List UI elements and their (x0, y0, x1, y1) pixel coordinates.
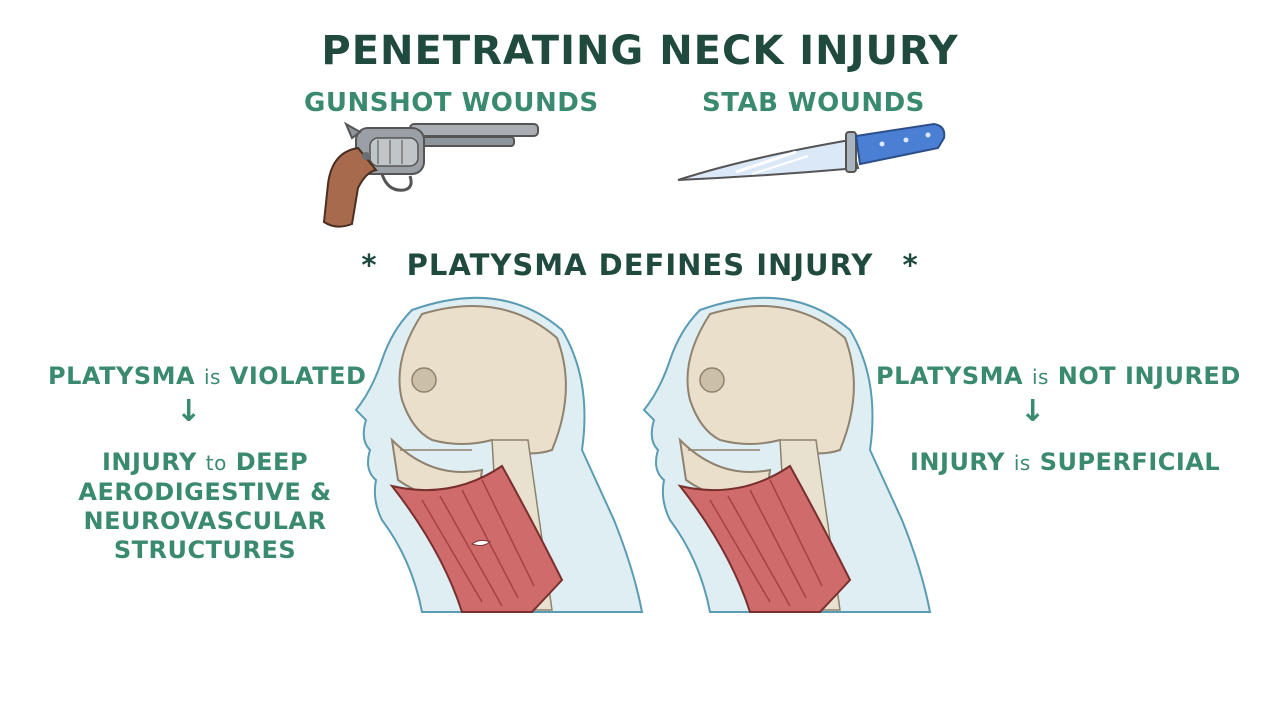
revolver-icon (322, 121, 539, 228)
right-headline: PLATYSMA is NOT INJURED (876, 362, 1241, 390)
right-result: INJURY is SUPERFICIAL (910, 448, 1221, 476)
star-left: * (361, 248, 378, 282)
star-right: * (902, 248, 919, 282)
gunshot-wounds-label: GUNSHOT WOUNDS (304, 88, 599, 118)
left-arrow-icon: ↓ (176, 394, 202, 429)
knife-icon (677, 122, 946, 181)
left-headline: PLATYSMA is VIOLATED (48, 362, 367, 390)
neck-illustration-intact (642, 296, 932, 613)
key-point-text: PLATYSMA DEFINES INJURY (406, 248, 874, 282)
left-result: INJURY to DEEP AERODIGESTIVE & NEUROVASC… (78, 448, 332, 564)
key-point: * PLATYSMA DEFINES INJURY * (0, 248, 1280, 282)
neck-illustration-violated (354, 296, 644, 613)
stab-wounds-label: STAB WOUNDS (702, 88, 925, 118)
page-title: PENETRATING NECK INJURY (321, 28, 959, 74)
right-arrow-icon: ↓ (1020, 394, 1046, 429)
